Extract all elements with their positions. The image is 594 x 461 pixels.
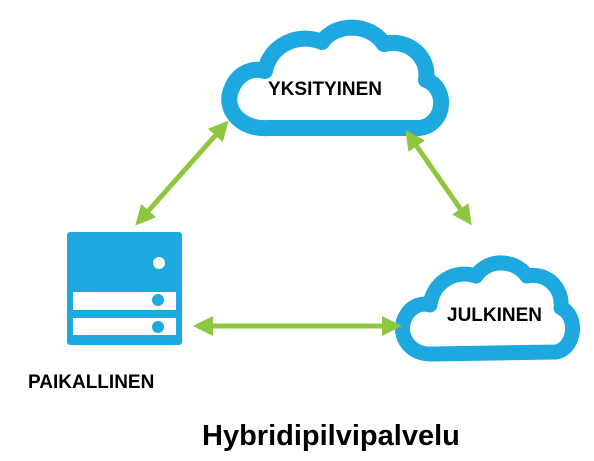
arrow-local-private — [135, 120, 229, 226]
private-cloud-label: YKSITYINEN — [268, 79, 383, 100]
public-cloud-label: JULKINEN — [447, 305, 543, 326]
private-cloud-icon — [221, 19, 449, 137]
diagram-title: Hybridipilvipalvelu — [202, 420, 460, 452]
server-icon — [67, 232, 182, 345]
arrow-private-public — [405, 129, 472, 226]
on-premises-label: PAIKALLINEN — [28, 372, 155, 393]
public-cloud-icon — [395, 255, 580, 362]
